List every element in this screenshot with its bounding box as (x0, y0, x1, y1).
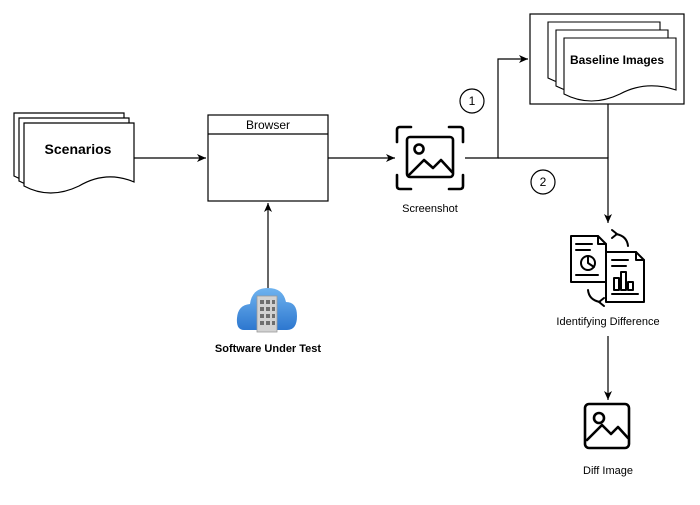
scenarios-node: Scenarios (13, 112, 135, 194)
step-2-circle: 2 (530, 169, 556, 195)
step-2-label: 2 (540, 175, 547, 189)
step-1-circle: 1 (459, 88, 485, 114)
scenarios-label: Scenarios (45, 141, 112, 157)
step-1-label: 1 (469, 94, 476, 108)
diff-image-icon (583, 402, 631, 450)
identifying-difference-icon (570, 229, 645, 307)
screenshot-label: Screenshot (402, 203, 458, 215)
screenshot-icon (395, 125, 465, 191)
baseline-label: Baseline Images (570, 53, 664, 67)
baseline-node: Baseline Images (529, 13, 685, 105)
identify-label: Identifying Difference (556, 316, 659, 328)
sut-label: Software Under Test (215, 343, 321, 355)
browser-title: Browser (246, 118, 290, 132)
diff-label: Diff Image (583, 465, 633, 477)
connectors (134, 55, 612, 400)
cloud-building-icon (236, 288, 297, 333)
browser-node: Browser (207, 114, 329, 202)
screenshot-to-identify-arrow (498, 157, 612, 223)
screenshot-to-baseline-arrow (465, 55, 528, 159)
